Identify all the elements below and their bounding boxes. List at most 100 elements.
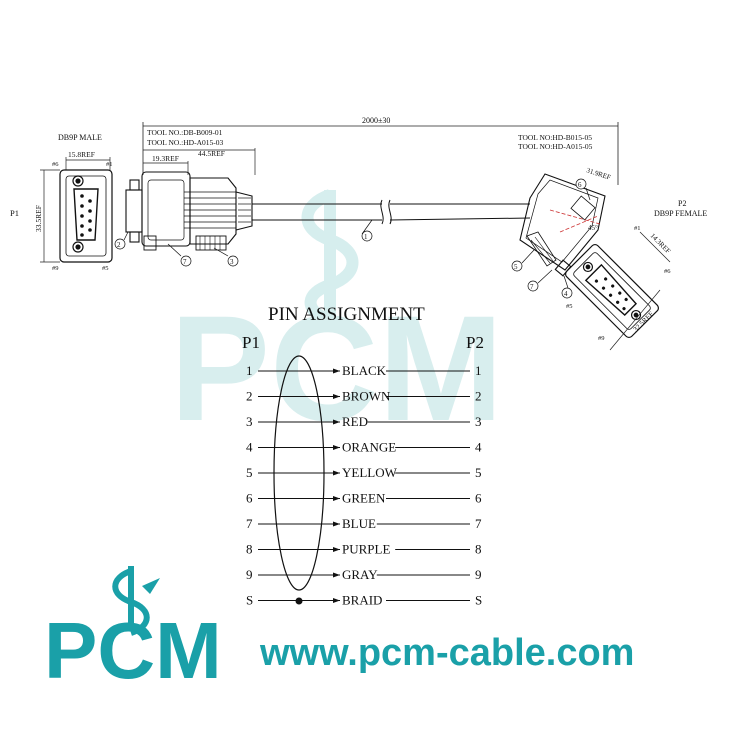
p2-callout-5: 5: [514, 263, 518, 271]
watermark-logo: PCM: [170, 284, 503, 452]
p2-front-view: [564, 243, 660, 339]
p2-dim-a: 31.9REF: [585, 166, 611, 181]
wire-color-label: GREEN: [342, 491, 386, 506]
p1-pin-5: #5: [102, 265, 109, 272]
p1-callouts: [114, 231, 239, 267]
wire-arrow: [333, 598, 340, 603]
p1-pin-number: 5: [246, 465, 253, 480]
wire-color-label: BLUE: [342, 516, 376, 531]
wire-color-label: YELLOW: [342, 465, 398, 480]
p1-label: P1: [10, 208, 19, 218]
p2-pin-number: 3: [475, 414, 482, 429]
p1-pin-number: 2: [246, 389, 253, 404]
tool-right-1: TOOL NO:HD-B015-05: [518, 133, 592, 142]
p2-pin-5: #5: [566, 303, 573, 310]
p2-pin-1: #1: [634, 225, 641, 232]
p2-pin-number: 6: [475, 491, 482, 506]
pin-assignment-title: PIN ASSIGNMENT: [268, 304, 425, 325]
wire-color-label: RED: [342, 414, 368, 429]
total-length-label: 2000±30: [362, 116, 390, 125]
tool-left-1: TOOL NO.:DB-B009-01: [147, 128, 223, 137]
pin-row: 7 BLUE 7: [246, 516, 482, 531]
p2-callout-6: 6: [578, 181, 582, 189]
pin-row: 8 PURPLE 8: [246, 542, 482, 557]
p1-callout-3: 3: [230, 258, 234, 266]
p1-pin-number: 9: [246, 567, 253, 582]
p1-width-dim: 15.8REF: [68, 150, 95, 159]
p2-side-view: [519, 173, 606, 277]
tool-left-2: TOOL NO.:HD-A015-03: [147, 138, 223, 147]
wire-arrow: [333, 572, 340, 578]
pin-row: 6 GREEN 6: [246, 491, 482, 506]
tool-right-2: TOOL NO:HD-A015-05: [518, 142, 593, 151]
pcm-logo: PCM: [44, 566, 222, 695]
p2-pin-number: 7: [475, 516, 482, 531]
shield-ellipse: [273, 355, 325, 591]
p2-callout-7: 7: [530, 283, 534, 291]
p1-pin-number: 4: [246, 440, 253, 455]
p2-angle: 45°: [588, 224, 598, 232]
pin-row: 3 RED 3: [246, 414, 482, 429]
p1-overall-dim: 44.5REF: [198, 149, 225, 158]
wire-color-label: BRAID: [342, 593, 382, 608]
wire-arrow: [333, 368, 340, 374]
p1-title: DB9P MALE: [58, 133, 102, 142]
wire-arrow: [333, 470, 340, 476]
wire-color-label: ORANGE: [342, 440, 396, 455]
p1-body-dim: 19.3REF: [152, 154, 179, 163]
p1-pin-6: #6: [52, 161, 59, 168]
p1-dim-lines: [40, 157, 111, 263]
wire-arrow: [333, 419, 340, 425]
p1-pin-number: 8: [246, 542, 253, 557]
p2-pin-number: 8: [475, 542, 482, 557]
p1-pin-1: #1: [106, 161, 113, 168]
p1-pin-number: S: [246, 593, 253, 608]
p2-dim-lines: [609, 231, 671, 351]
p2-title: DB9P FEMALE: [654, 209, 707, 218]
p1-callout-7: 7: [183, 258, 187, 266]
pcm-logo-text: PCM: [44, 606, 222, 695]
wire-color-label: PURPLE: [342, 542, 390, 557]
p1-pin-number: 1: [246, 363, 253, 378]
p2-pin-number: S: [475, 593, 482, 608]
p1-pin-9: #9: [52, 265, 59, 272]
wire-arrow: [333, 445, 340, 450]
p2-pin-number: 9: [475, 567, 482, 582]
p1-pin-number: 6: [246, 491, 253, 506]
p1-pin-number: 7: [246, 516, 253, 531]
pin-row: 5 YELLOW 5: [246, 465, 482, 480]
wire-arrow: [333, 496, 340, 501]
p1-pin-number: 3: [246, 414, 253, 429]
p2-label: P2: [678, 199, 686, 208]
cable: [252, 199, 531, 242]
p2-pin-number: 5: [475, 465, 482, 480]
p2-pin-number: 2: [475, 389, 482, 404]
p2-dim-b: 14.3REF: [649, 232, 672, 255]
wire-color-label: BLACK: [342, 363, 387, 378]
p2-callouts: [511, 178, 591, 299]
p2-pin-number: 4: [475, 440, 482, 455]
p2-pin-6: #6: [664, 268, 671, 275]
pin-left-header: P1: [242, 333, 260, 352]
p1-callout-2: 2: [117, 241, 121, 249]
pin-right-header: P2: [466, 333, 484, 352]
p2-pin-9: #9: [598, 335, 605, 342]
watermark: PCM: [170, 189, 503, 452]
p1-side-view: [125, 171, 253, 251]
wire-arrow: [333, 521, 340, 527]
p1-front-view: [59, 169, 113, 263]
drain-junction-dot: [295, 597, 303, 605]
p2-callout-4: 4: [564, 290, 568, 298]
total-length-dimension: [142, 122, 619, 185]
website-url: www.pcm-cable.com: [259, 632, 634, 674]
cable-callout: 1: [364, 233, 368, 241]
wire-arrow: [333, 394, 340, 399]
pin-row: 4 ORANGE 4: [246, 440, 482, 455]
wire-arrow: [333, 547, 340, 552]
